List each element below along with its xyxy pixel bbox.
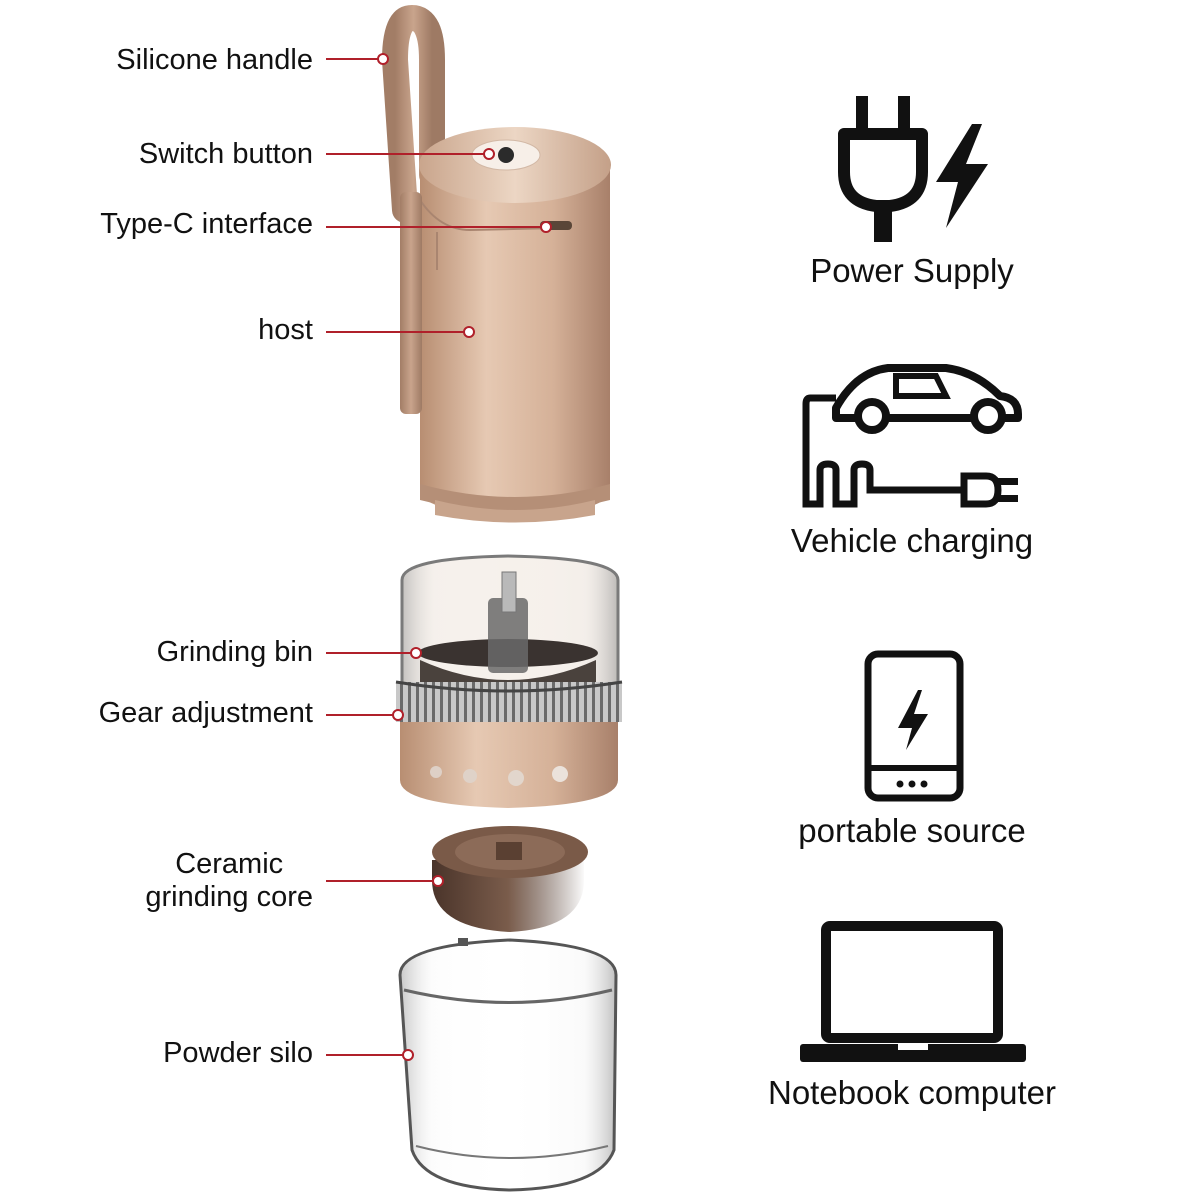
label-grinding-bin: Grinding bin xyxy=(156,636,313,668)
label-ceramic-line2: grinding core xyxy=(145,881,313,913)
caption-power-supply: Power Supply xyxy=(810,252,1014,289)
label-silicone-handle: Silicone handle xyxy=(116,44,313,76)
ceramic-grinding-core xyxy=(432,826,588,932)
label-ceramic-grinding-core: Ceramic grinding core xyxy=(145,848,313,914)
lightning-bolt-icon xyxy=(936,124,988,228)
host-body xyxy=(400,127,611,523)
caption-portable-source: portable source xyxy=(798,812,1026,849)
label-gear-adjustment: Gear adjustment xyxy=(98,697,313,729)
powder-silo xyxy=(398,938,618,1192)
label-ceramic-line1: Ceramic xyxy=(175,848,284,880)
grinding-bin-assembly xyxy=(395,554,623,808)
caption-vehicle-charging: Vehicle charging xyxy=(790,522,1034,559)
car-charging-icon xyxy=(802,364,1022,508)
label-switch-button: Switch button xyxy=(138,138,313,170)
laptop-icon xyxy=(800,921,1026,1062)
caption-notebook-computer: Notebook computer xyxy=(768,1074,1056,1111)
silicone-handle-strap xyxy=(381,4,445,223)
label-host: host xyxy=(258,314,313,346)
label-powder-silo: Powder silo xyxy=(163,1037,313,1069)
label-type-c-interface: Type-C interface xyxy=(100,208,313,240)
plug-icon xyxy=(838,96,928,242)
power-bank-icon xyxy=(864,650,964,802)
leader-lines xyxy=(326,53,552,1061)
